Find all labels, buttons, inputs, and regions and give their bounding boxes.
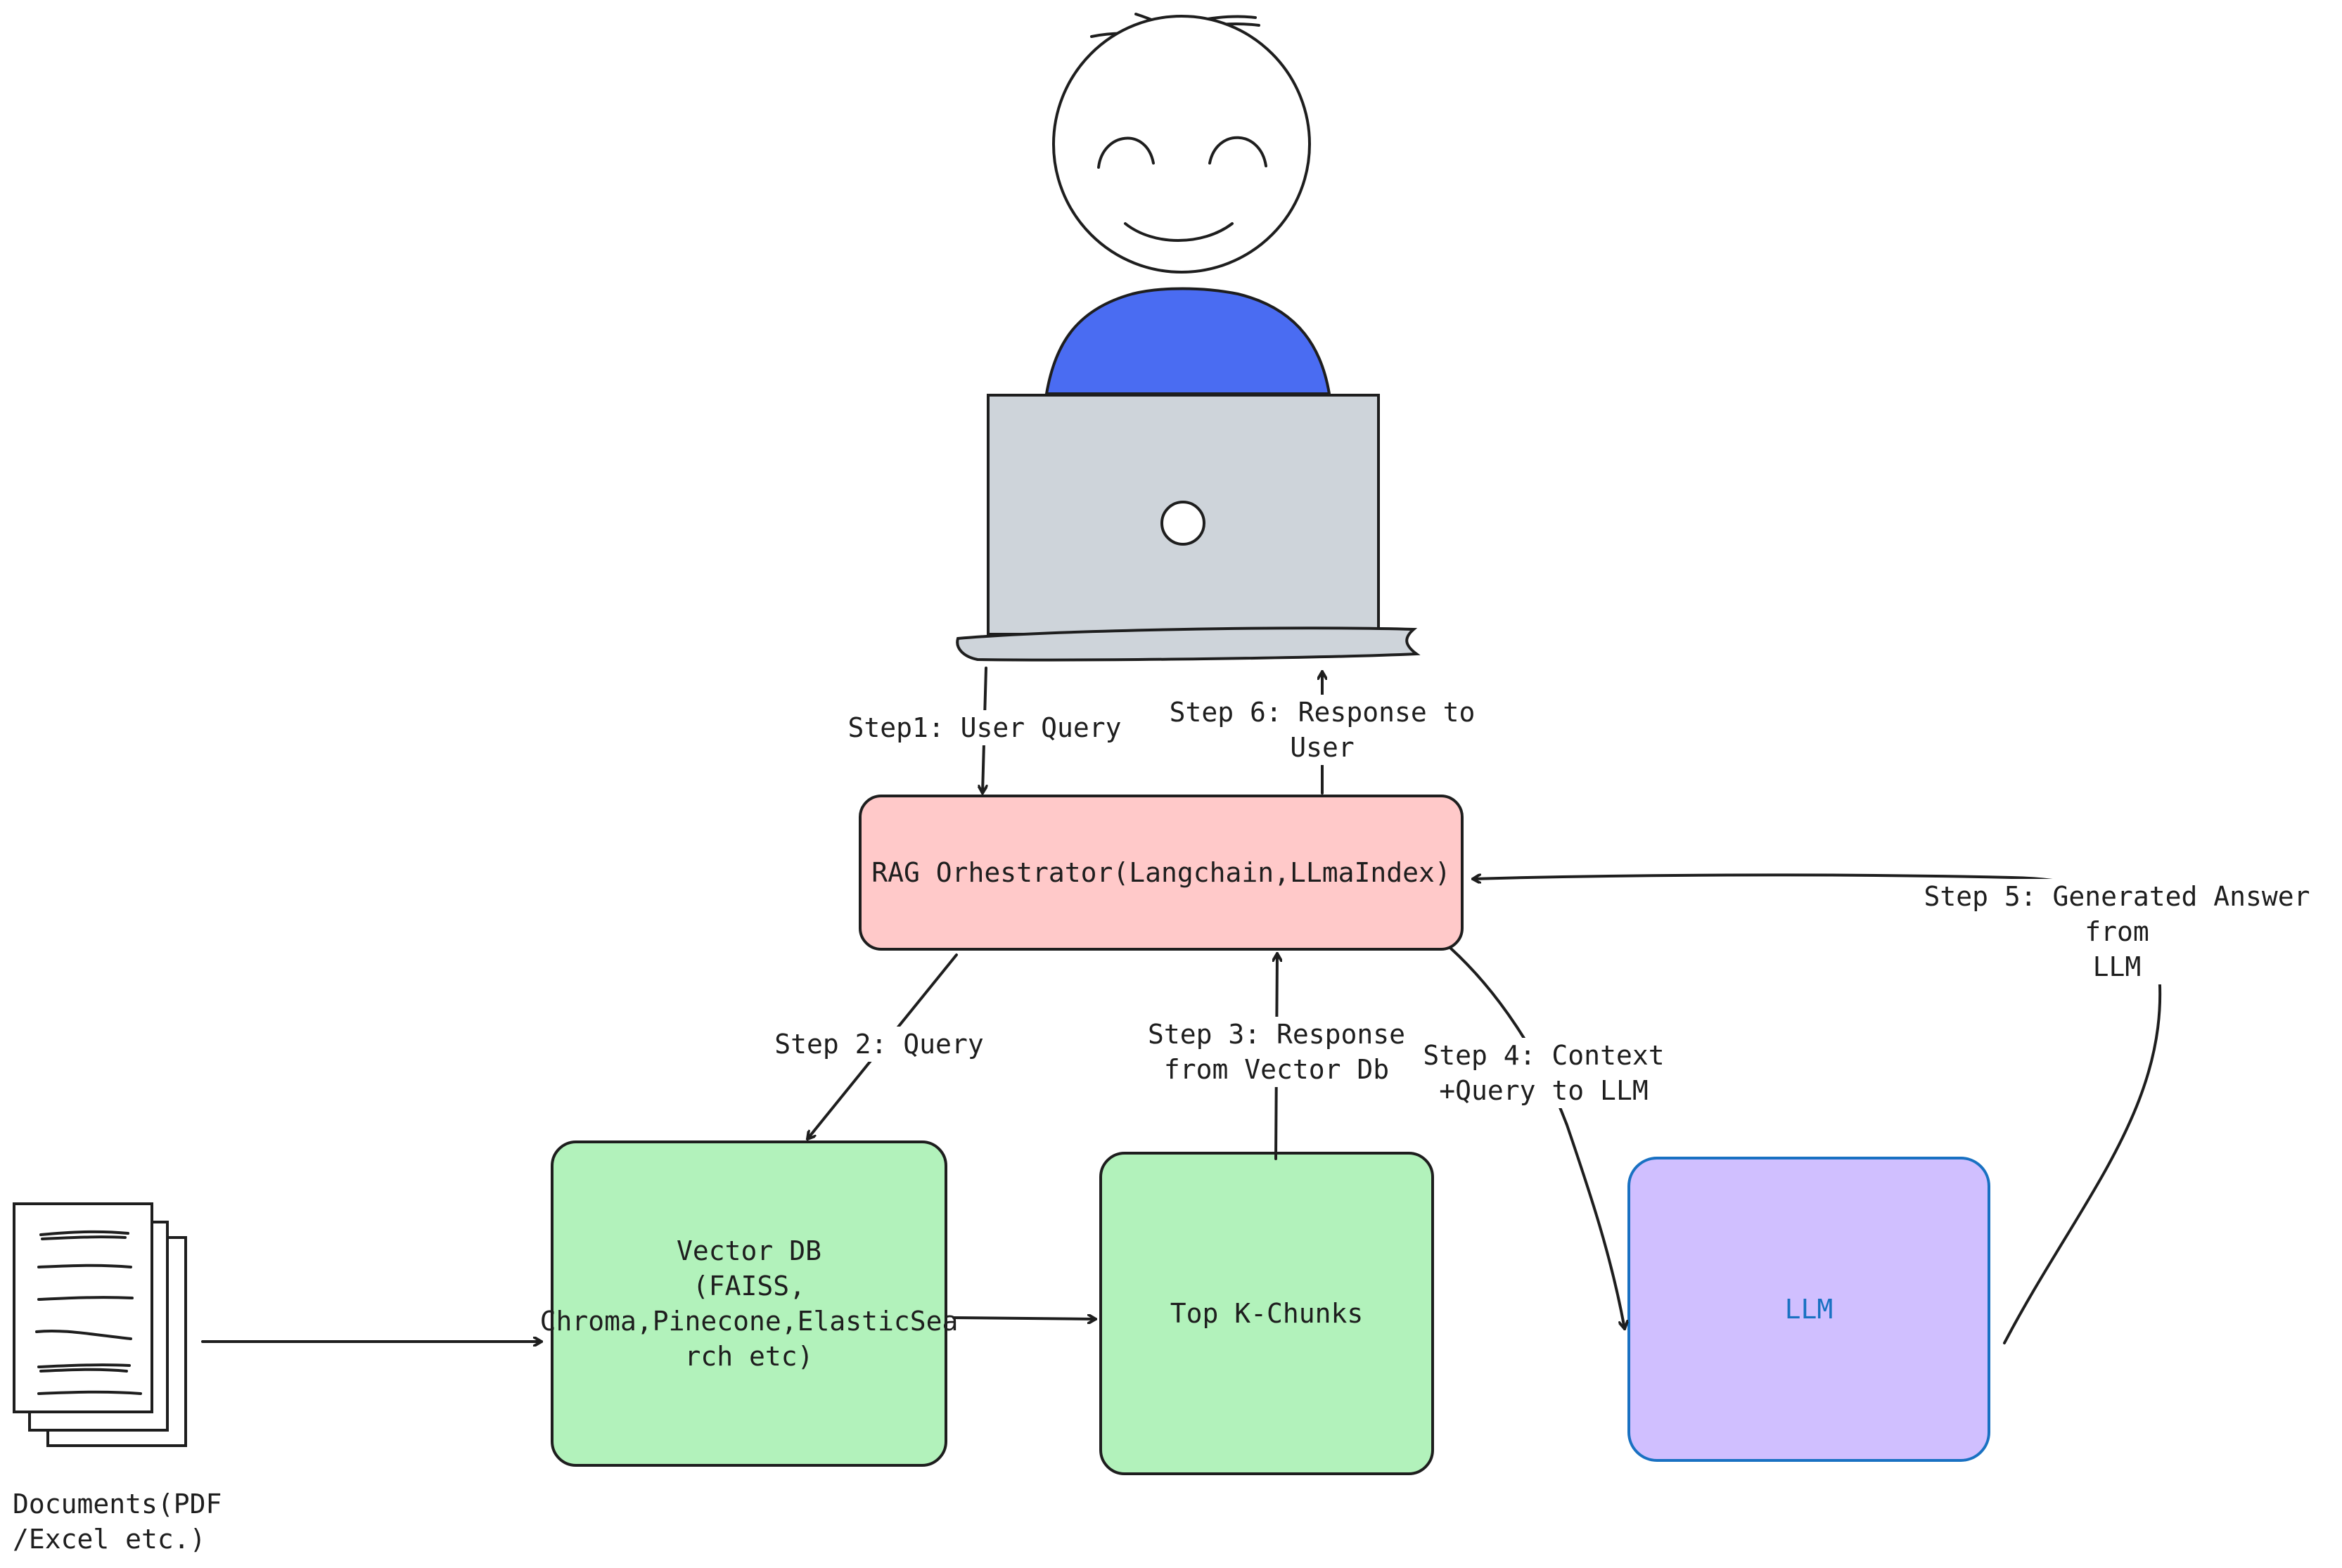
documents-label: Documents(PDF /Excel etc.)	[13, 1489, 222, 1555]
llm-box	[1627, 1157, 1990, 1462]
step1-label: Step1: User Query	[844, 710, 1125, 745]
orchestrator-label: RAG Orhestrator(Langchain,LLmaIndex)	[871, 857, 1451, 888]
orchestrator-box	[859, 795, 1464, 951]
top-k-box	[1099, 1152, 1434, 1475]
step2-label: Step 2: Query	[774, 1027, 985, 1062]
laptop-logo-icon	[1160, 501, 1205, 546]
llm-label: LLM	[1784, 1294, 1834, 1325]
vector-db-label: Vector DB (FAISS, Chroma,Pinecone,Elasti…	[539, 1235, 959, 1372]
documents-icon	[13, 1202, 187, 1447]
step5-label: Step 5: Generated Answer from LLM	[1892, 879, 2342, 984]
top-k-label: Top K-Chunks	[1170, 1298, 1364, 1329]
arrow-db-to-topk	[952, 1318, 1096, 1319]
head-icon	[1052, 15, 1311, 274]
step4-label: Step 4: Context +Query to LLM	[1414, 1038, 1674, 1108]
vector-db-box	[551, 1140, 947, 1467]
laptop-icon	[956, 394, 1421, 662]
step6-label: Step 6: Response to User	[1167, 695, 1477, 765]
arrow-step4	[1449, 946, 1625, 1329]
user-figure	[1044, 13, 1331, 395]
step3-label: Step 3: Response from Vector Db	[1139, 1017, 1414, 1087]
face-icon	[1097, 136, 1267, 242]
shirt-icon	[1044, 287, 1331, 395]
